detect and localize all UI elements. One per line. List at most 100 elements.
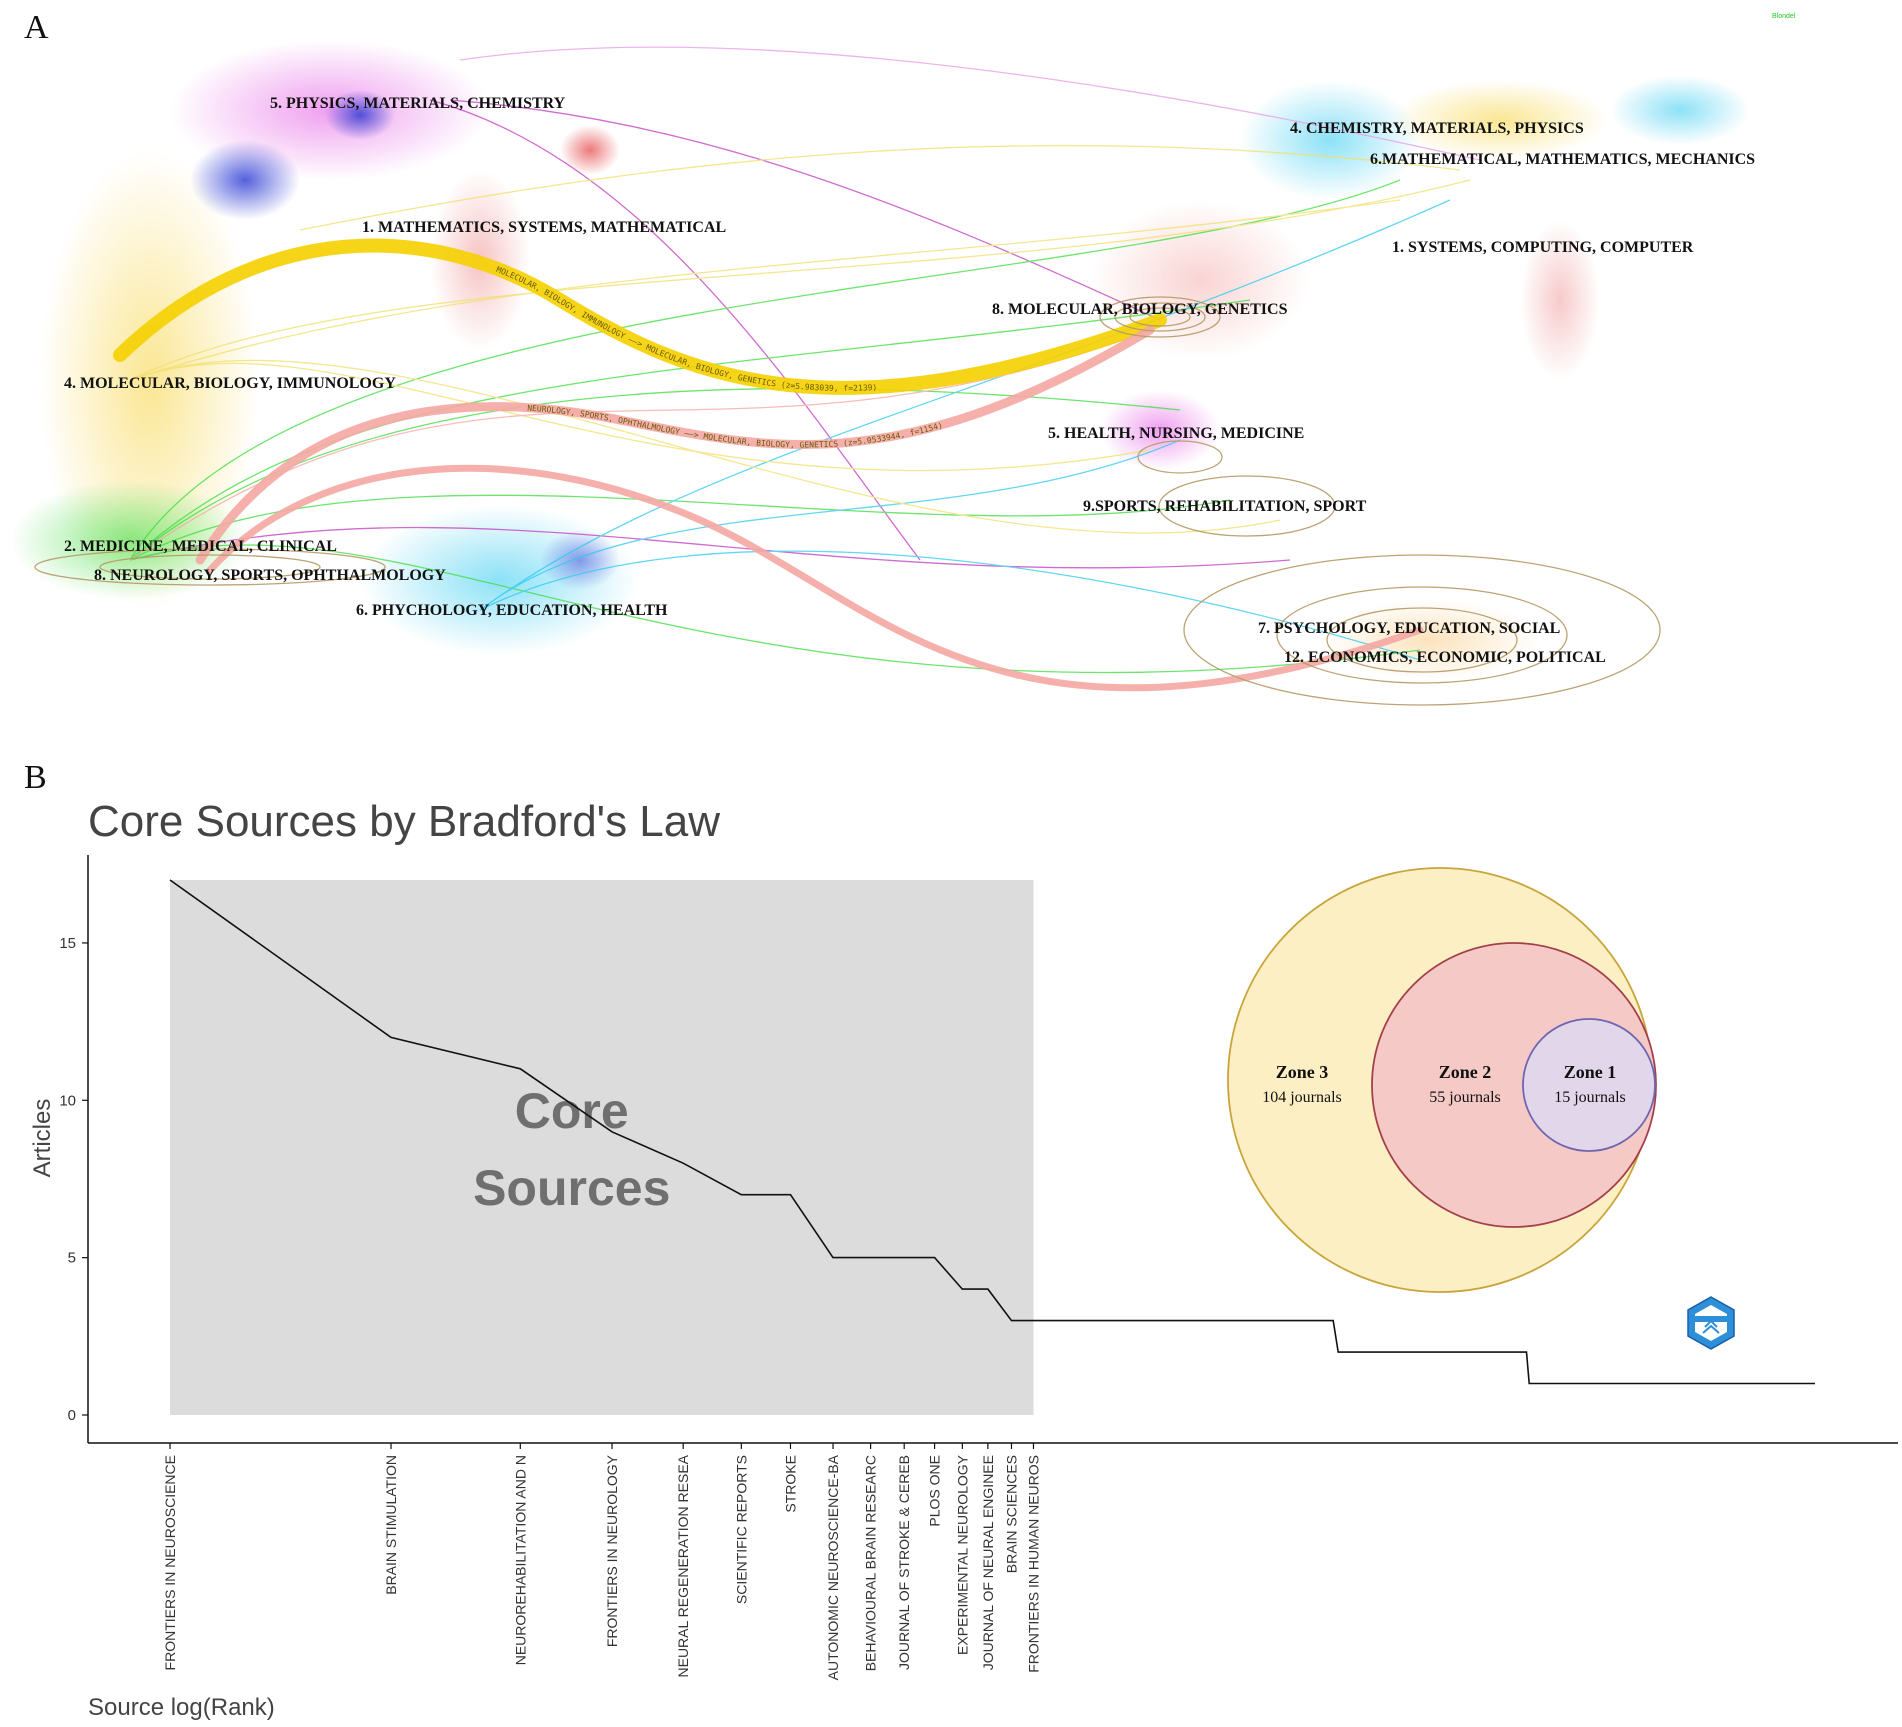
panel-b: B Core Sources by Bradford's Law Core So… [24, 759, 1898, 1721]
contour-health [1137, 440, 1223, 474]
zone-1-count: 15 journals [1554, 1089, 1626, 1106]
left-cluster-label: 4. MOLECULAR, BIOLOGY, IMMUNOLOGY [64, 375, 396, 392]
y-axis-title: Articles [29, 1099, 56, 1178]
right-cluster-label: 9.SPORTS, REHABILITATION, SPORT [1083, 498, 1367, 515]
articles-step-line [169, 879, 1815, 1385]
cloud-green-left [10, 480, 250, 600]
x-tick-label: JOURNAL OF STROKE & CEREB [896, 1455, 912, 1670]
bibliometrix-logo [1687, 1296, 1735, 1350]
left-cluster-label: 8. NEUROLOGY, SPORTS, OPHTHALMOLOGY [94, 567, 446, 584]
left-cluster-label: 2. MEDICINE, MEDICAL, CLINICAL [64, 538, 337, 555]
left-cluster-label: 5. PHYSICS, MATERIALS, CHEMISTRY [270, 95, 566, 112]
x-tick-label: JOURNAL OF NEURAL ENGINEE [980, 1455, 996, 1670]
logo-band [1694, 1316, 1728, 1322]
contour-sports [1158, 475, 1336, 537]
y-axis-ticks: 0 5 10 15 [59, 935, 88, 1424]
panel-a-letter: A [24, 9, 49, 46]
contour-neurology [34, 548, 386, 586]
right-cluster-label: 4. CHEMISTRY, MATERIALS, PHYSICS [1290, 120, 1584, 137]
zone-1-circle [1522, 1018, 1656, 1152]
link-label-yellow: MOLECULAR, BIOLOGY, IMMUNOLOGY ——> MOLEC… [495, 265, 877, 393]
zone-3-name: Zone 3 [1276, 1062, 1329, 1082]
link-thin [479, 439, 1181, 611]
zone-2-name: Zone 2 [1439, 1062, 1492, 1082]
y-tick-label: 0 [68, 1407, 76, 1424]
panel-b-letter: B [24, 759, 47, 796]
x-tick-label: NEURAL REGENERATION RESEA [675, 1454, 691, 1677]
panel-a: A Blondel [10, 9, 1796, 706]
right-cluster-labels: 4. CHEMISTRY, MATERIALS, PHYSICS 6.MATHE… [992, 120, 1755, 666]
cloud-orange-right [1320, 600, 1540, 680]
right-cluster-clouds [1090, 75, 1750, 680]
contour-genetics [1099, 296, 1221, 338]
algorithm-label: Blondel [1772, 13, 1796, 20]
right-cluster-label: 8. MOLECULAR, BIOLOGY, GENETICS [992, 301, 1288, 318]
x-tick-label: FRONTIERS IN NEUROLOGY [604, 1454, 620, 1647]
contour-psychology [1183, 554, 1661, 706]
contour-psychology-3 [1326, 607, 1518, 673]
link-neurology-to-genetics [195, 325, 1155, 565]
link-thin [479, 550, 1421, 661]
x-tick-label: FRONTIERS IN HUMAN NEUROS [1025, 1455, 1041, 1673]
left-cluster-labels: 5. PHYSICS, MATERIALS, CHEMISTRY 1. MATH… [64, 95, 726, 619]
zone-2-circle [1371, 942, 1657, 1228]
x-tick-label: SCIENTIFIC REPORTS [733, 1455, 749, 1604]
link-thin [449, 99, 1161, 321]
contour-genetics-2 [1114, 302, 1206, 332]
right-cluster-label: 12. ECONOMICS, ECONOMIC, POLITICAL [1284, 649, 1606, 666]
y-tick-label: 10 [59, 1092, 76, 1109]
cluster-contours [34, 296, 1661, 706]
cloud-blue-left-low [540, 530, 620, 590]
contour-psychology-2 [1276, 586, 1568, 684]
y-tick-label: 15 [59, 935, 76, 952]
link-thin [479, 199, 1451, 611]
right-cluster-label: 6.MATHEMATICAL, MATHEMATICS, MECHANICS [1370, 151, 1755, 168]
x-tick-label: PLOS ONE [927, 1455, 943, 1527]
x-tick-label: EXPERIMENTAL NEUROLOGY [954, 1454, 970, 1655]
link-neurology-to-psychology [206, 464, 1424, 692]
bradford-zones-diagram: Zone 3 104 journals Zone 2 55 journals Z… [1227, 867, 1657, 1293]
left-cluster-clouds [10, 40, 640, 655]
link-thin [129, 526, 1291, 569]
right-cluster-label: 5. HEALTH, NURSING, MEDICINE [1048, 425, 1304, 442]
zone-2-count: 55 journals [1429, 1089, 1501, 1106]
x-tick-label: NEUROREHABILITATION AND N [512, 1455, 528, 1665]
left-cluster-label: 6. PHYCHOLOGY, EDUCATION, HEALTH [356, 602, 668, 619]
link-thin [429, 99, 921, 561]
x-tick-label: BEHAVIOURAL BRAIN RESEARC [863, 1455, 879, 1671]
x-tick-label: STROKE [782, 1455, 798, 1513]
cloud-cyan-far-right [1610, 75, 1750, 145]
cloud-red-right [1520, 220, 1600, 380]
link-thin [459, 46, 1481, 161]
contour-neurology-inner [99, 554, 321, 580]
link-thin [129, 362, 1151, 472]
x-axis-ticks: FRONTIERS IN NEUROSCIENCE BRAIN STIMULATI… [162, 1443, 1041, 1680]
link-thin [129, 179, 1471, 381]
logo-mark [1702, 1319, 1720, 1334]
right-cluster-label: 1. SYSTEMS, COMPUTING, COMPUTER [1392, 239, 1694, 256]
cloud-magenta-right [1100, 390, 1220, 470]
link-label-pink: NEUROLOGY, SPORTS, OPHTHALMOLOGY ——> MOL… [527, 404, 944, 450]
left-cluster-label: 1. MATHEMATICS, SYSTEMS, MATHEMATICAL [362, 219, 726, 236]
link-thin [129, 299, 1251, 561]
core-sources-label: Sources [473, 1160, 670, 1216]
x-tick-label: FRONTIERS IN NEUROSCIENCE [162, 1455, 178, 1670]
core-sources-area [170, 880, 1034, 1415]
x-tick-label: BRAIN STIMULATION [383, 1455, 399, 1595]
contour-genetics-3 [1129, 307, 1191, 327]
y-tick-label: 5 [68, 1250, 76, 1267]
zone-3-count: 104 journals [1262, 1089, 1342, 1106]
zone-1-name: Zone 1 [1564, 1062, 1617, 1082]
chart-title: Core Sources by Bradford's Law [88, 797, 720, 846]
link-thin [129, 359, 1281, 534]
link-thin [299, 144, 1461, 231]
link-thin [129, 544, 1421, 674]
right-cluster-label: 7. PSYCHOLOGY, EDUCATION, SOCIAL [1258, 620, 1560, 637]
x-tick-label: AUTONOMIC NEUROSCIENCE-BA [825, 1454, 841, 1680]
x-tick-label: BRAIN SCIENCES [1003, 1455, 1019, 1573]
link-thin [129, 199, 1401, 381]
x-axis-title: Source log(Rank) [88, 1694, 275, 1721]
cloud-blue-left-small [325, 90, 395, 140]
cloud-red-left [560, 125, 620, 175]
